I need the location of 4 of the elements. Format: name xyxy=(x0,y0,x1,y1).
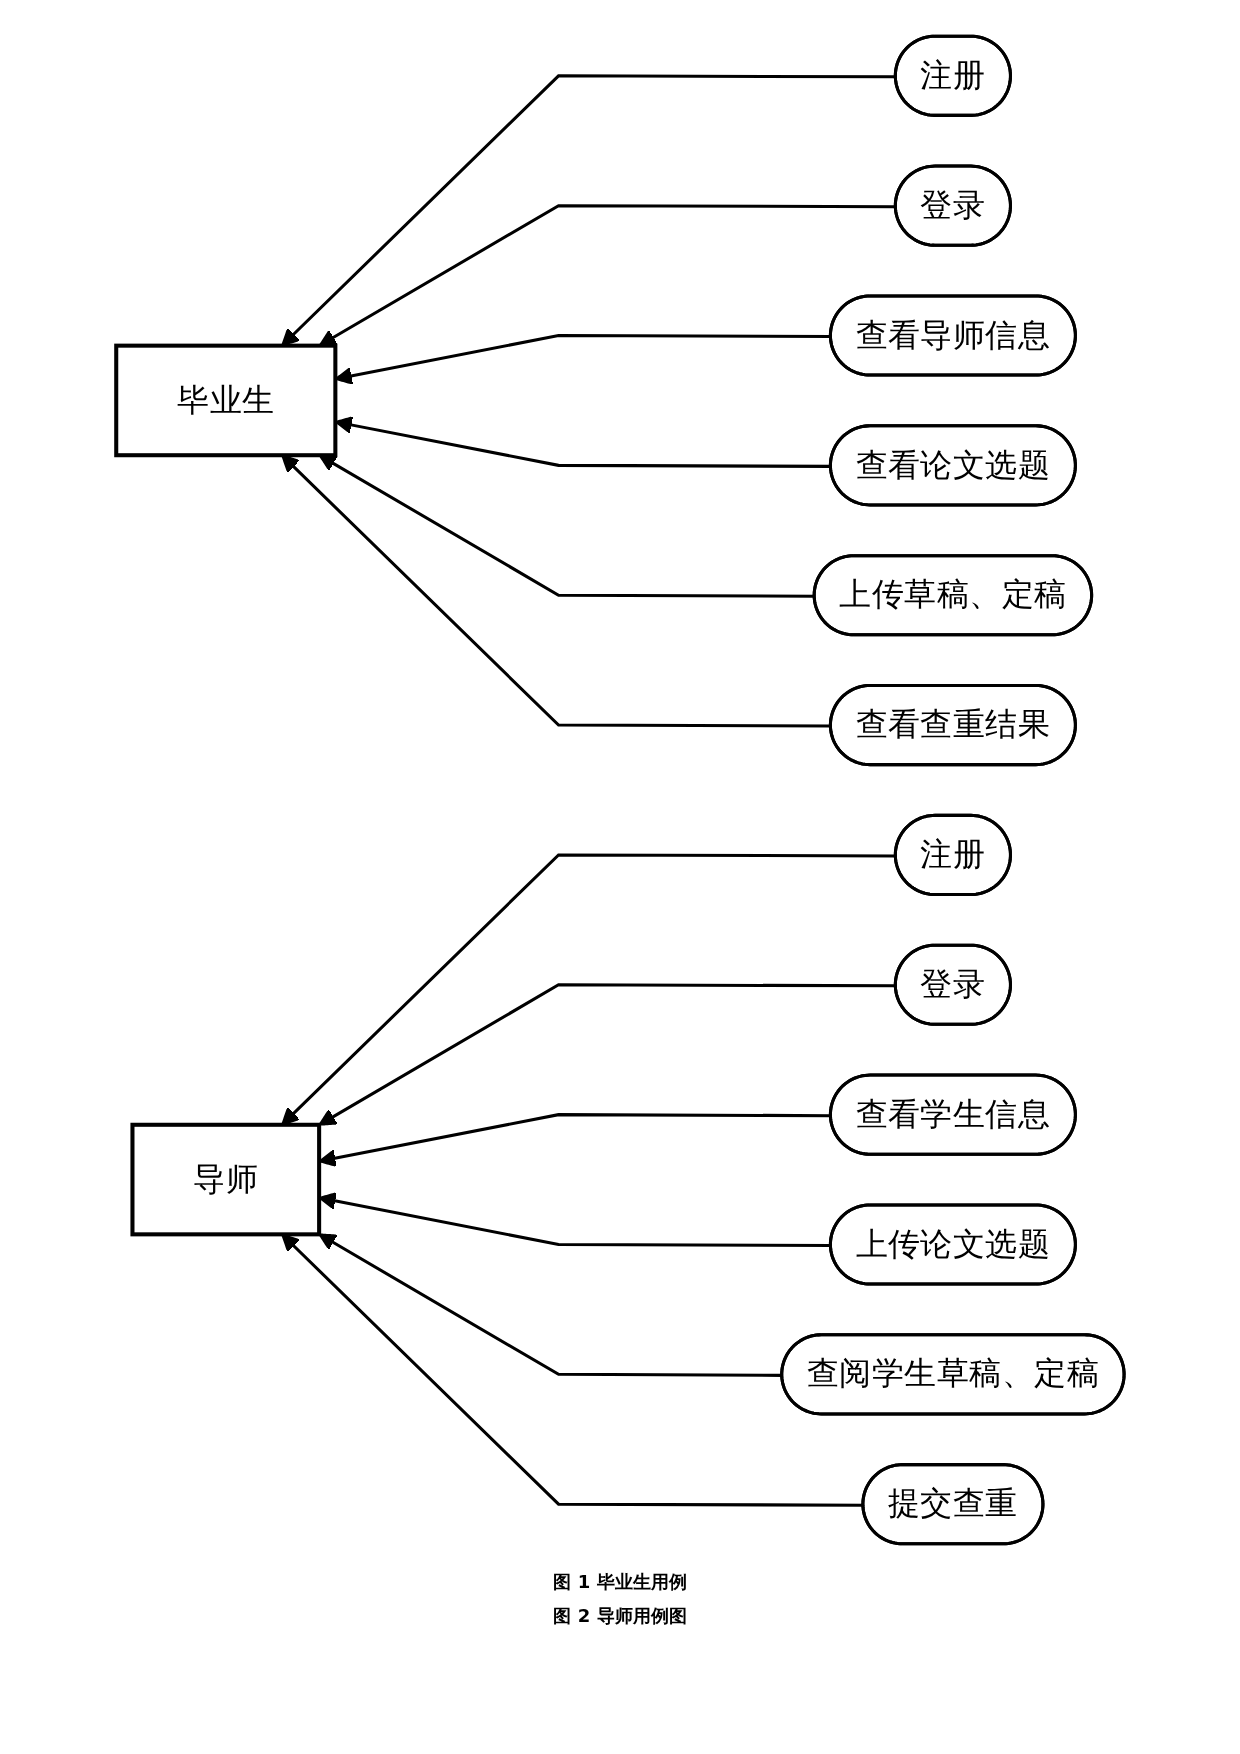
node-box: 毕业生 xyxy=(114,343,338,458)
figure-caption: 图 1 毕业生用例 xyxy=(552,1570,688,1594)
figure-caption: 图 2 导师用例图 xyxy=(552,1604,688,1628)
node-box: 导师 xyxy=(130,1122,321,1237)
